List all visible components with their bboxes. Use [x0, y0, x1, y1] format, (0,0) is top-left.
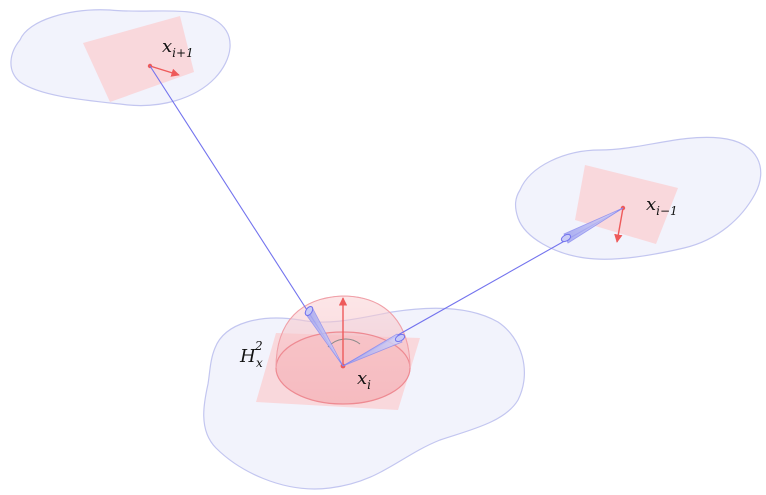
label-top: xi+1 — [162, 36, 194, 60]
normal-arrow-top — [149, 65, 180, 77]
label-top-sub: i+1 — [172, 46, 194, 60]
label-hemisphere-sup: 2 — [254, 339, 263, 353]
label-right: xi−1 — [646, 194, 678, 218]
label-hemisphere: H 2 x — [239, 339, 263, 370]
surface-center — [203, 295, 525, 490]
tangent-plane-top — [83, 16, 194, 102]
normal-arrow-right — [614, 207, 624, 243]
surface-top — [10, 9, 231, 107]
tangent-plane-right — [575, 165, 678, 244]
cone-cap-right-point — [560, 233, 572, 243]
label-right-sub: i−1 — [656, 204, 678, 218]
hemisphere-rim — [275, 295, 411, 369]
svg-text:xi−1: xi−1 — [646, 194, 678, 218]
label-center-base: x — [357, 368, 367, 389]
label-center: xi — [357, 368, 371, 392]
label-top-base: x — [162, 36, 172, 57]
svg-text:xi: xi — [357, 368, 371, 392]
label-hemisphere-sub: x — [256, 356, 263, 370]
svg-text:xi+1: xi+1 — [162, 36, 194, 60]
surface-right — [514, 136, 762, 260]
cone-cap-center-right — [394, 333, 406, 343]
label-right-base: x — [646, 194, 656, 215]
cone-cap-center-top — [304, 305, 314, 317]
label-center-sub: i — [367, 378, 371, 392]
label-hemisphere-base: H — [239, 346, 256, 367]
rays — [149, 65, 624, 367]
